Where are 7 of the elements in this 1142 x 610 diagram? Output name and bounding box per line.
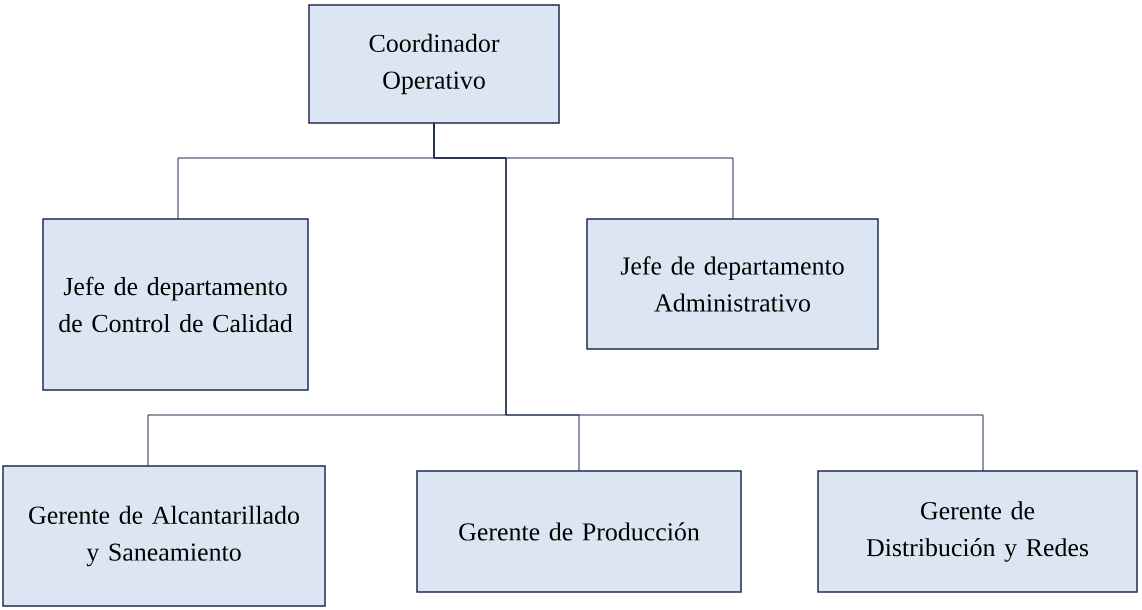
org-box: Gerente de Producción [416,470,742,593]
connector-line [433,122,984,472]
org-box: Coordinador Operativo [308,4,560,124]
org-box: Jefe de departamento de Control de Calidad [42,218,309,391]
org-box: Jefe de departamento Administrativo [586,218,879,350]
org-box: Gerente de Distribución y Redes [817,470,1138,593]
org-box: Gerente de Alcantarillado y Saneamiento [2,465,326,607]
